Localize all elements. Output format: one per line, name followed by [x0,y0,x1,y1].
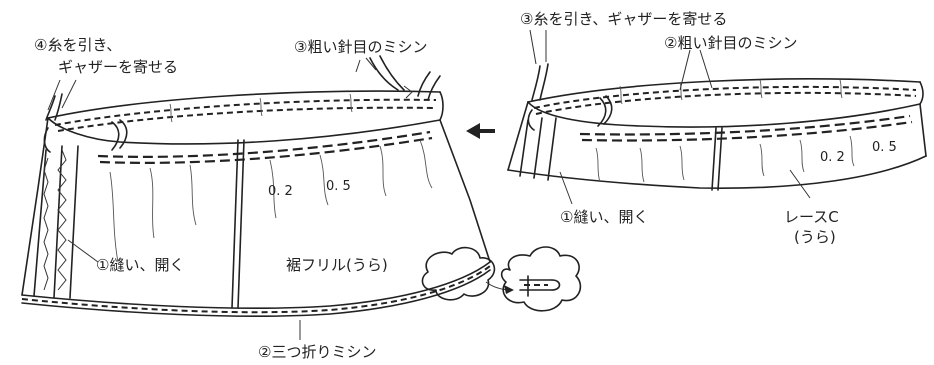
detail-cloud [421,246,582,312]
step4-label-line2: ギャザーを寄せる [58,58,179,76]
right-seam-allowance-small: 0. 2 [820,150,845,165]
right-step3-label: ③糸を引き、ギャザーを寄せる [520,10,728,28]
fabric-label: 裾フリル(うら) [286,256,388,274]
step2-label: ②三つ折りミシン [258,343,377,361]
step4-label-line1: ④糸を引き、 [34,36,122,54]
right-seam-allowance-large: 0. 5 [872,140,897,155]
skirt-ruffle-drawing [21,55,491,318]
lace-c-drawing [507,63,927,191]
direction-arrow-icon [466,123,495,139]
right-step1-label: ①縫い、開く [560,208,649,226]
seam-allowance-small: 0. 2 [268,184,293,199]
right-step2-label: ②粗い針目のミシン [664,34,798,52]
right-fabric-label-line2: (うら) [794,228,836,246]
step3-label: ③粗い針目のミシン [294,38,428,56]
step1-label: ①縫い、開く [96,256,185,274]
right-fabric-label-line1: レースC [784,208,839,226]
seam-allowance-large: 0. 5 [326,179,351,194]
